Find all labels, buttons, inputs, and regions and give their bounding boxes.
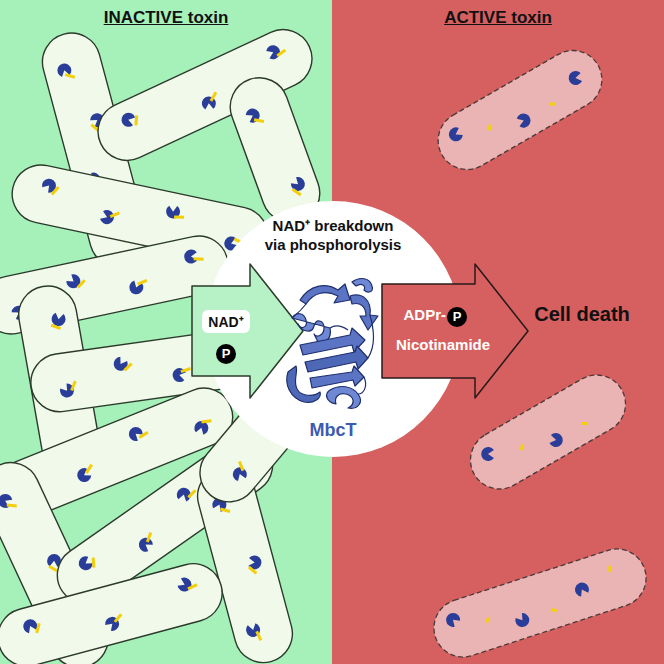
product-label: Nicotinamide: [388, 336, 498, 353]
phosphate-symbol: P: [447, 307, 467, 327]
panel-heading: INACTIVE toxin: [60, 8, 272, 28]
product-label: ADPr-: [398, 306, 446, 323]
phosphate-symbol: P: [216, 344, 236, 364]
toxin-name: MbcT: [283, 420, 383, 441]
panel-heading: ACTIVE toxin: [392, 8, 604, 28]
product-arrow-outline: [380, 262, 530, 400]
substrate-label: NAD⁺: [202, 310, 250, 333]
product-arrow: ADPr-P Nicotinamide: [380, 262, 530, 400]
outcome-label: Cell death: [532, 302, 632, 326]
substrate-arrow: NAD⁺ P: [190, 262, 305, 400]
reaction-label: NAD⁺ breakdown via phosphorolysis: [263, 216, 403, 254]
